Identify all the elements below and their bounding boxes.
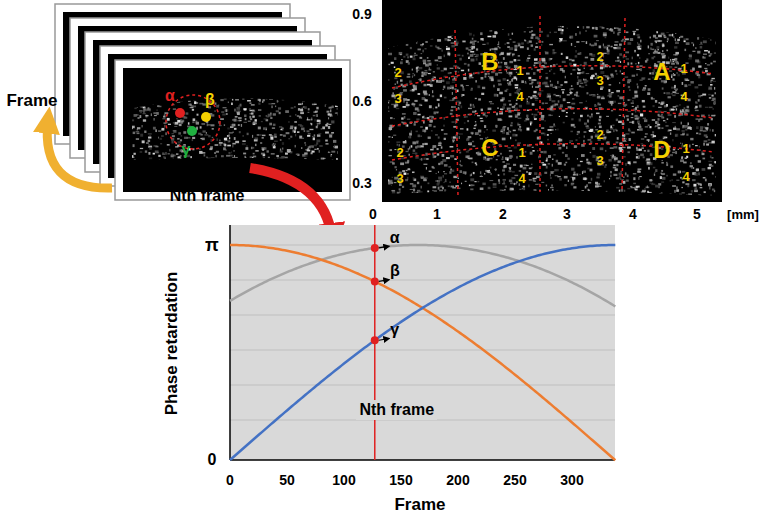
axis-tick: 100 [332,473,355,487]
phase-chart [230,225,615,460]
axis-title: Phase retardation [163,271,180,415]
axis-tick: 3 [563,207,571,221]
axis-tick: 200 [446,473,469,487]
sub-region-number: 1 [516,64,523,77]
axis-tick: 150 [389,473,412,487]
sub-region-number: 2 [596,50,603,63]
sub-region-number: 1 [518,146,525,159]
region-letter: A [653,60,670,84]
sub-region-number: 2 [394,66,401,79]
sub-region-number: 3 [596,74,603,87]
sub-region-number: 1 [682,142,689,155]
curve-label: β [390,263,400,279]
sub-region-number: 3 [394,92,401,105]
sub-region-number: 4 [516,90,523,103]
axis-tick: [mm] [727,208,759,221]
axis-tick: 4 [629,207,637,221]
axis-tick: 2 [499,207,507,221]
axis-tick: 1 [433,207,441,221]
axis-tick: 300 [560,473,583,487]
oct-image [382,0,722,202]
oct-texture [130,88,343,165]
point-label: γ [182,142,191,158]
axis-tick: 250 [503,473,526,487]
sub-region-number: 3 [596,154,603,167]
beta-dot [201,112,211,122]
axis-tick: π [205,236,219,254]
axis-tick: 0 [226,473,234,487]
sub-region-number: 3 [396,172,403,185]
frame-stack [55,4,350,200]
axis-tick: 0.6 [352,94,371,108]
curve-label: α [390,230,400,246]
sub-region-number: 1 [680,62,687,75]
axis-tick: 0.9 [352,7,371,21]
oct-texture [386,6,721,200]
axis-tick: 0 [208,452,217,468]
axis-title: Frame [394,496,445,513]
sub-region-number: 4 [518,172,525,185]
frame-label: Frame [6,92,57,109]
axis-tick: 0 [369,207,377,221]
point-label: β [205,92,215,108]
alpha-dot [175,108,185,118]
gamma-dot [187,126,197,136]
axis-tick: 50 [279,473,295,487]
sub-region-number: 4 [680,90,687,103]
region-letter: D [653,138,670,162]
curve-label: γ [390,322,399,338]
axis-tick: 0.3 [352,176,371,190]
axis-tick: 5 [693,207,701,221]
frame-arrow [47,120,112,188]
sub-region-number: 2 [596,128,603,141]
region-letter: C [481,136,498,160]
sub-region-number: 2 [396,146,403,159]
region-letter: B [481,50,498,74]
roi-grid [392,16,714,196]
frame-label: Nth frame [356,400,437,420]
frame-label: Nth frame [170,188,245,204]
point-label: α [165,88,175,104]
sub-region-number: 4 [682,170,689,183]
